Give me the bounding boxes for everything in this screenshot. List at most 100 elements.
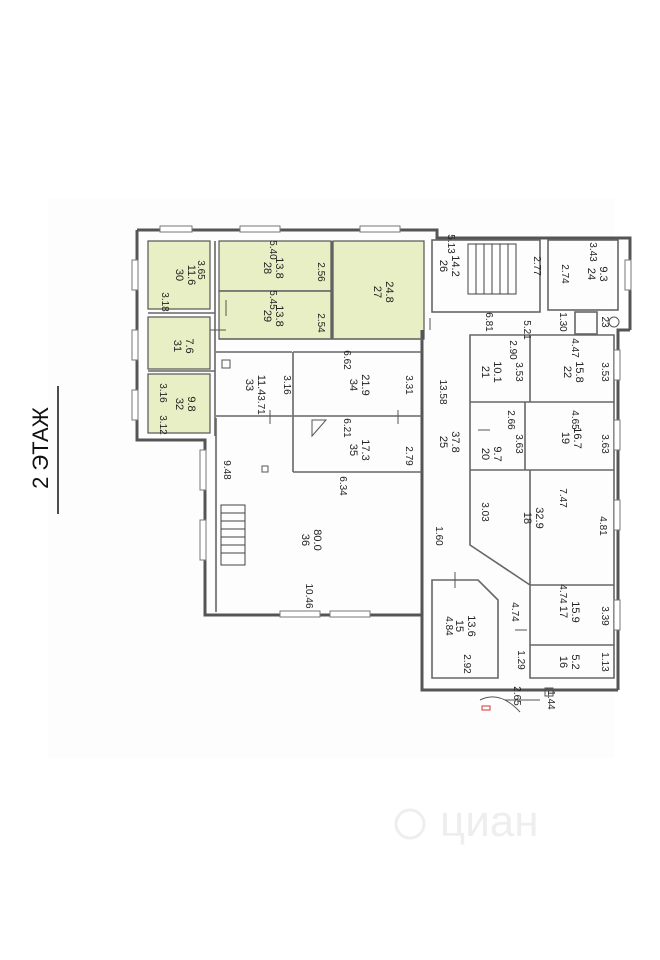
room-22-label: 22: [561, 366, 573, 378]
room-27-fill: [332, 240, 425, 340]
svg-text:3.18: 3.18: [159, 292, 170, 312]
svg-text:37.8: 37.8: [449, 431, 461, 452]
room-labels: 30 11.6 3.65 3.18 28 13.8 5.40 2.56 29 1…: [157, 234, 610, 710]
svg-text:4.81: 4.81: [597, 516, 608, 536]
watermark: циан: [394, 797, 539, 846]
svg-text:13.8: 13.8: [273, 305, 285, 326]
svg-text:6.81: 6.81: [483, 312, 494, 332]
svg-text:5.21: 5.21: [521, 320, 532, 340]
svg-text:7.6: 7.6: [183, 338, 195, 353]
room-32-fill: [147, 373, 211, 434]
svg-text:3.53: 3.53: [513, 362, 524, 382]
room-24-label: 24: [585, 268, 597, 280]
svg-text:7.47: 7.47: [557, 488, 568, 508]
svg-text:3.71: 3.71: [255, 395, 266, 415]
room-29-fill: [218, 290, 332, 340]
room-16-label: 16: [557, 656, 569, 668]
svg-text:4.84: 4.84: [443, 616, 454, 636]
svg-text:3.16: 3.16: [157, 383, 168, 403]
room-18-label: 18: [521, 512, 533, 524]
room-31-label: 31: [171, 340, 183, 352]
room-20-label: 20: [479, 448, 491, 460]
svg-text:13.58: 13.58: [437, 379, 448, 404]
room-17-label: 17: [557, 606, 569, 618]
svg-text:9.8: 9.8: [185, 396, 197, 411]
svg-text:3.53: 3.53: [599, 362, 610, 382]
svg-text:5.2: 5.2: [569, 654, 581, 669]
svg-text:13.6: 13.6: [465, 615, 477, 636]
svg-text:4.47: 4.47: [569, 338, 580, 358]
svg-text:1.29: 1.29: [515, 650, 526, 670]
svg-text:2.90: 2.90: [507, 340, 518, 360]
svg-text:1.13: 1.13: [599, 652, 610, 672]
svg-text:32.9: 32.9: [533, 507, 545, 528]
svg-text:1.60: 1.60: [433, 526, 444, 546]
svg-text:9.7: 9.7: [491, 446, 503, 461]
svg-text:3.31: 3.31: [403, 375, 414, 395]
svg-text:5.40: 5.40: [267, 240, 278, 260]
svg-text:10.46: 10.46: [303, 583, 314, 608]
svg-text:3.63: 3.63: [599, 434, 610, 454]
room-30-fill: [147, 240, 211, 310]
svg-text:24.8: 24.8: [383, 281, 395, 302]
svg-text:11.4: 11.4: [255, 375, 267, 396]
watermark-text: циан: [440, 797, 539, 846]
room-19-label: 19: [559, 432, 571, 444]
svg-text:6.21: 6.21: [341, 418, 352, 438]
svg-text:2.56: 2.56: [315, 262, 326, 282]
svg-text:2.74: 2.74: [559, 264, 570, 284]
room-28-fill: [218, 240, 332, 292]
svg-text:9.48: 9.48: [221, 460, 232, 480]
svg-text:5.45: 5.45: [267, 290, 278, 310]
room-29-label: 29: [261, 310, 273, 322]
doors: [210, 300, 540, 713]
svg-text:16.7: 16.7: [571, 427, 583, 448]
room-31-fill: [147, 316, 211, 370]
svg-text:3.03: 3.03: [479, 502, 490, 522]
svg-text:4.74: 4.74: [557, 584, 568, 604]
svg-text:9.3: 9.3: [597, 266, 609, 281]
room-33-label: 33: [243, 379, 255, 391]
room-15-label: 15: [453, 620, 465, 632]
room-34-label: 34: [347, 379, 359, 391]
svg-text:2.65: 2.65: [511, 686, 522, 706]
svg-text:3.65: 3.65: [195, 260, 206, 280]
svg-text:2.66: 2.66: [505, 410, 516, 430]
floor-title-block: 2 ЭТАЖ: [28, 386, 59, 514]
svg-text:3.43: 3.43: [587, 242, 598, 262]
room-35-label: 35: [347, 444, 359, 456]
svg-text:4.65: 4.65: [569, 410, 580, 430]
highlighted-rooms: [147, 240, 425, 434]
svg-text:2.92: 2.92: [461, 654, 472, 674]
svg-text:17.3: 17.3: [359, 439, 371, 460]
room-30-label: 30: [173, 269, 185, 281]
svg-text:5.13: 5.13: [445, 234, 456, 254]
svg-text:6.34: 6.34: [337, 476, 348, 496]
svg-text:4.74: 4.74: [509, 602, 520, 622]
svg-text:15.9: 15.9: [569, 601, 581, 622]
room-32-label: 32: [173, 398, 185, 410]
room-21-label: 21: [479, 366, 491, 378]
svg-text:11.6: 11.6: [185, 265, 197, 286]
room-25-label: 25: [437, 436, 449, 448]
svg-text:6.62: 6.62: [341, 350, 352, 370]
svg-text:2.77: 2.77: [531, 256, 542, 276]
windows: [131, 225, 632, 631]
svg-text:2.79: 2.79: [403, 446, 414, 466]
room-23-label: 23: [599, 316, 610, 328]
room-28-label: 28: [261, 262, 273, 274]
interior-walls: [148, 239, 619, 679]
svg-text:13.8: 13.8: [273, 257, 285, 278]
svg-text:3.39: 3.39: [599, 606, 610, 626]
svg-text:10.1: 10.1: [491, 361, 503, 382]
svg-text:3.16: 3.16: [281, 375, 292, 395]
svg-text:1.30: 1.30: [557, 312, 568, 332]
svg-text:80.0: 80.0: [311, 529, 323, 550]
room-27-label: 27: [371, 286, 383, 298]
svg-text:21.9: 21.9: [359, 374, 371, 395]
svg-text:2.54: 2.54: [315, 313, 326, 333]
floor-title: 2 ЭТАЖ: [28, 406, 53, 489]
stairs: [220, 243, 517, 566]
svg-text:14.2: 14.2: [449, 255, 461, 276]
